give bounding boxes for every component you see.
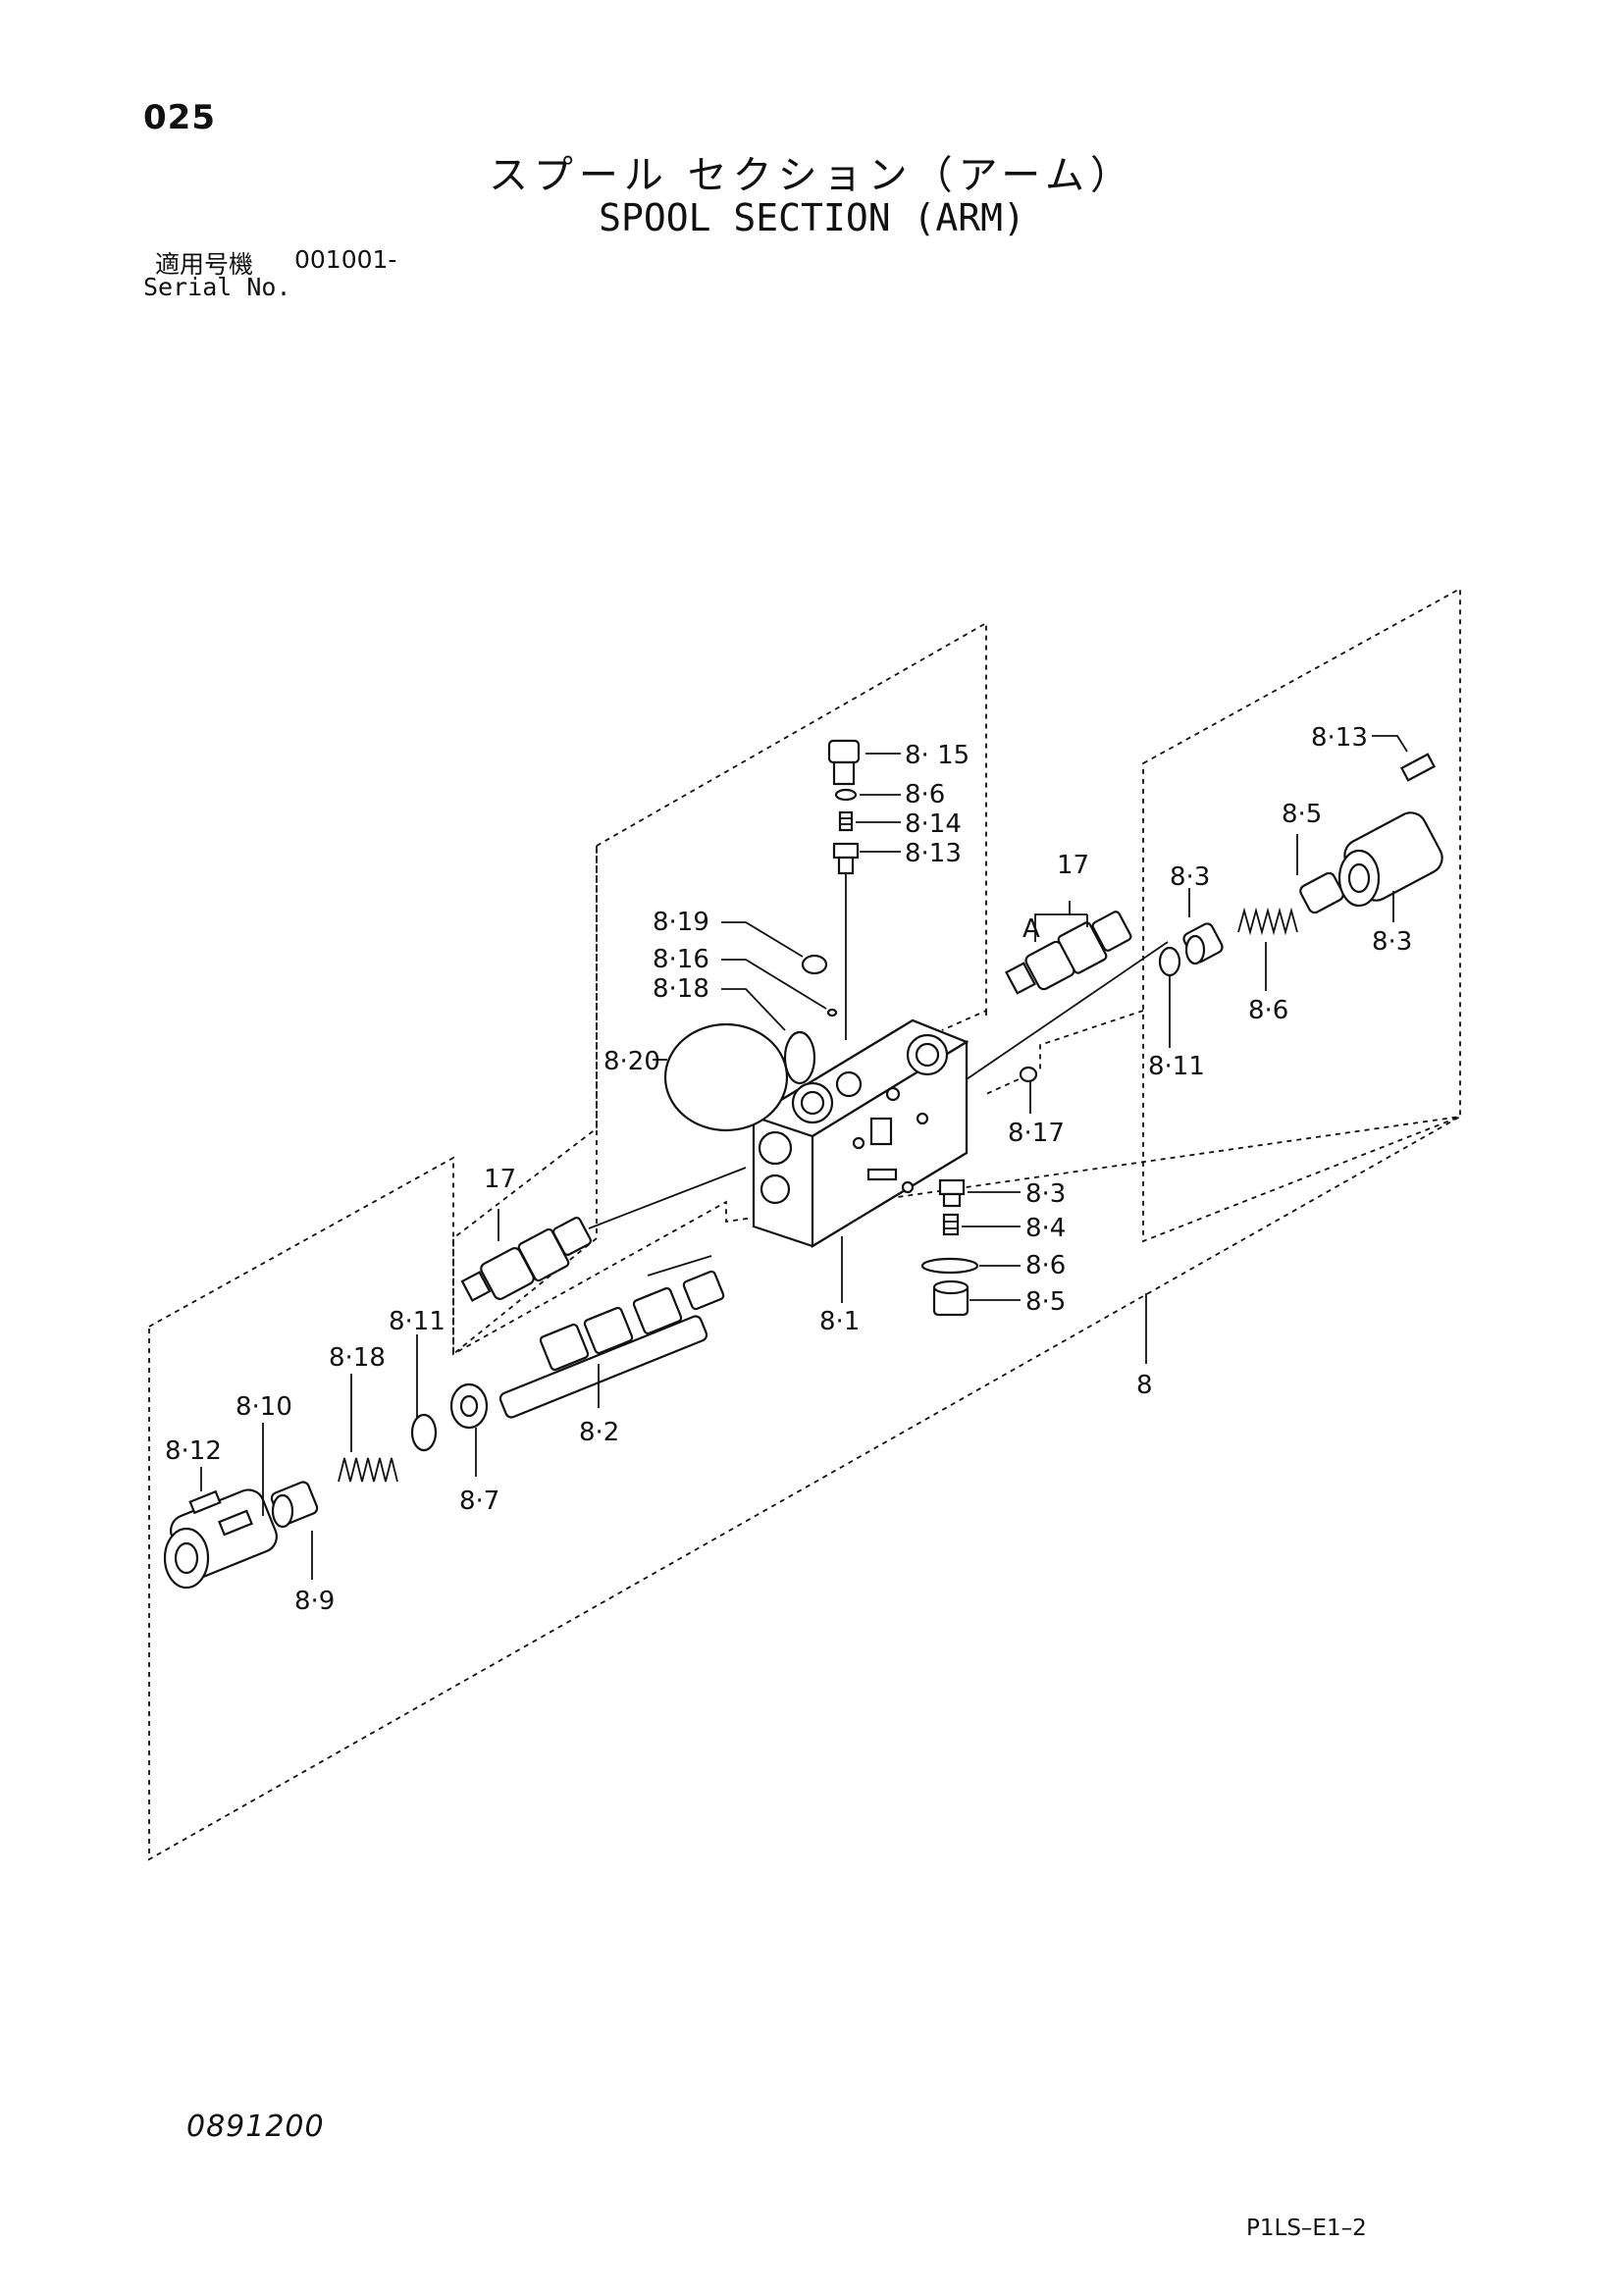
cap-8-10 (163, 1488, 278, 1590)
callout-8-3-upper: 8·3 (1170, 862, 1210, 892)
bolt-8-12 (188, 1489, 222, 1515)
cap-8-3-right (1337, 811, 1443, 908)
seal-8-7 (449, 1382, 489, 1430)
plug-8-5-lower (932, 1279, 969, 1317)
callout-8-20: 8·20 (603, 1047, 660, 1076)
callout-8-10: 8·10 (236, 1392, 292, 1422)
page-title-japanese: スプール セクション（アーム） (488, 153, 1136, 198)
callout-8-3-lower: 8·3 (1025, 1179, 1066, 1209)
callout-17-lower: 17 (484, 1165, 516, 1194)
o-ring-8-20 (663, 1022, 789, 1132)
serial-number-value: 001001- (294, 245, 397, 274)
group-boundary-top (596, 621, 987, 1031)
axis-line-main (588, 1167, 747, 1229)
callout-a: A (1022, 914, 1040, 944)
poppet-8-3-lower (938, 1178, 966, 1208)
callout-8-13-top: 8·13 (905, 839, 962, 868)
o-ring-8-11-right (1158, 946, 1181, 977)
callout-17-upper: 17 (1057, 851, 1089, 880)
callout-8-9: 8·9 (294, 1587, 335, 1616)
sleeve-8-3-right (1182, 922, 1224, 965)
plug-8-17 (1019, 1066, 1038, 1083)
o-ring-8-6-top (834, 788, 858, 802)
callout-8-6-right: 8·6 (1248, 996, 1288, 1025)
axis-line-spool (647, 1255, 712, 1277)
callout-8-5-lower: 8·5 (1025, 1287, 1066, 1317)
callout-8-11-right: 8·11 (1148, 1052, 1205, 1081)
callout-8-16: 8·16 (653, 945, 709, 974)
callout-8-13-right: 8·13 (1311, 723, 1368, 753)
page-number: 025 (143, 98, 216, 137)
relief-valve-17-upper (1005, 911, 1132, 995)
callout-8-5-right: 8·5 (1282, 800, 1322, 829)
callout-8-2: 8·2 (579, 1418, 619, 1447)
callout-8-15: 8· 15 (905, 741, 969, 770)
spring-8-18-left (338, 1457, 398, 1483)
callout-8-4: 8·4 (1025, 1214, 1066, 1243)
group-boundary-upper (452, 846, 598, 1356)
footer-drawing-code: P1LS–E1–2 (1246, 2216, 1367, 2241)
o-ring-8-6-lower (920, 1257, 979, 1275)
page-title-english: SPOOL SECTION (ARM) (599, 196, 1025, 239)
callout-8-14: 8·14 (905, 809, 962, 839)
callout-8: 8 (1136, 1371, 1153, 1400)
callout-8-6-top: 8·6 (905, 780, 945, 809)
callout-8-12: 8·12 (165, 1436, 222, 1466)
spring-8-6-right (1237, 907, 1298, 936)
callout-8-3-right: 8·3 (1372, 927, 1412, 957)
valve-body-8-1 (751, 1018, 969, 1248)
serial-label-english: Serial No. (143, 273, 291, 301)
stopper-8-5-right (1299, 871, 1344, 914)
relief-valve-17-lower (460, 1217, 592, 1302)
o-ring-8-18-top (783, 1030, 816, 1085)
poppet-8-13-top (832, 842, 860, 875)
callout-8-18-left: 8·18 (329, 1343, 386, 1373)
serial-label-japanese: 適用号機 (155, 250, 254, 279)
bolt-8-13-right (1399, 753, 1437, 782)
footer-date-code: 0891200 (186, 2110, 325, 2144)
callout-8-17: 8·17 (1008, 1119, 1065, 1148)
callout-8-11-left: 8·11 (389, 1307, 445, 1336)
spool-8-2 (498, 1270, 725, 1419)
callout-8-7: 8·7 (459, 1487, 499, 1516)
callout-8-6-lower: 8·6 (1025, 1251, 1066, 1280)
group-boundary-lower (148, 1116, 1461, 1861)
o-ring-8-11-left (410, 1413, 438, 1452)
spring-8-14 (838, 810, 854, 832)
o-ring-8-19 (801, 954, 828, 975)
sleeve-8-9 (270, 1481, 319, 1529)
axis-line-right (966, 941, 1169, 1080)
seal-8-16 (826, 1008, 838, 1017)
callout-8-18-top: 8·18 (653, 974, 709, 1004)
plug-8-15 (827, 739, 861, 786)
callout-8-1: 8·1 (819, 1307, 860, 1336)
leader-lines (200, 735, 1408, 1580)
group-boundary-right-link (985, 1010, 1144, 1095)
spring-8-4 (942, 1213, 960, 1236)
callout-8-19: 8·19 (653, 908, 709, 937)
